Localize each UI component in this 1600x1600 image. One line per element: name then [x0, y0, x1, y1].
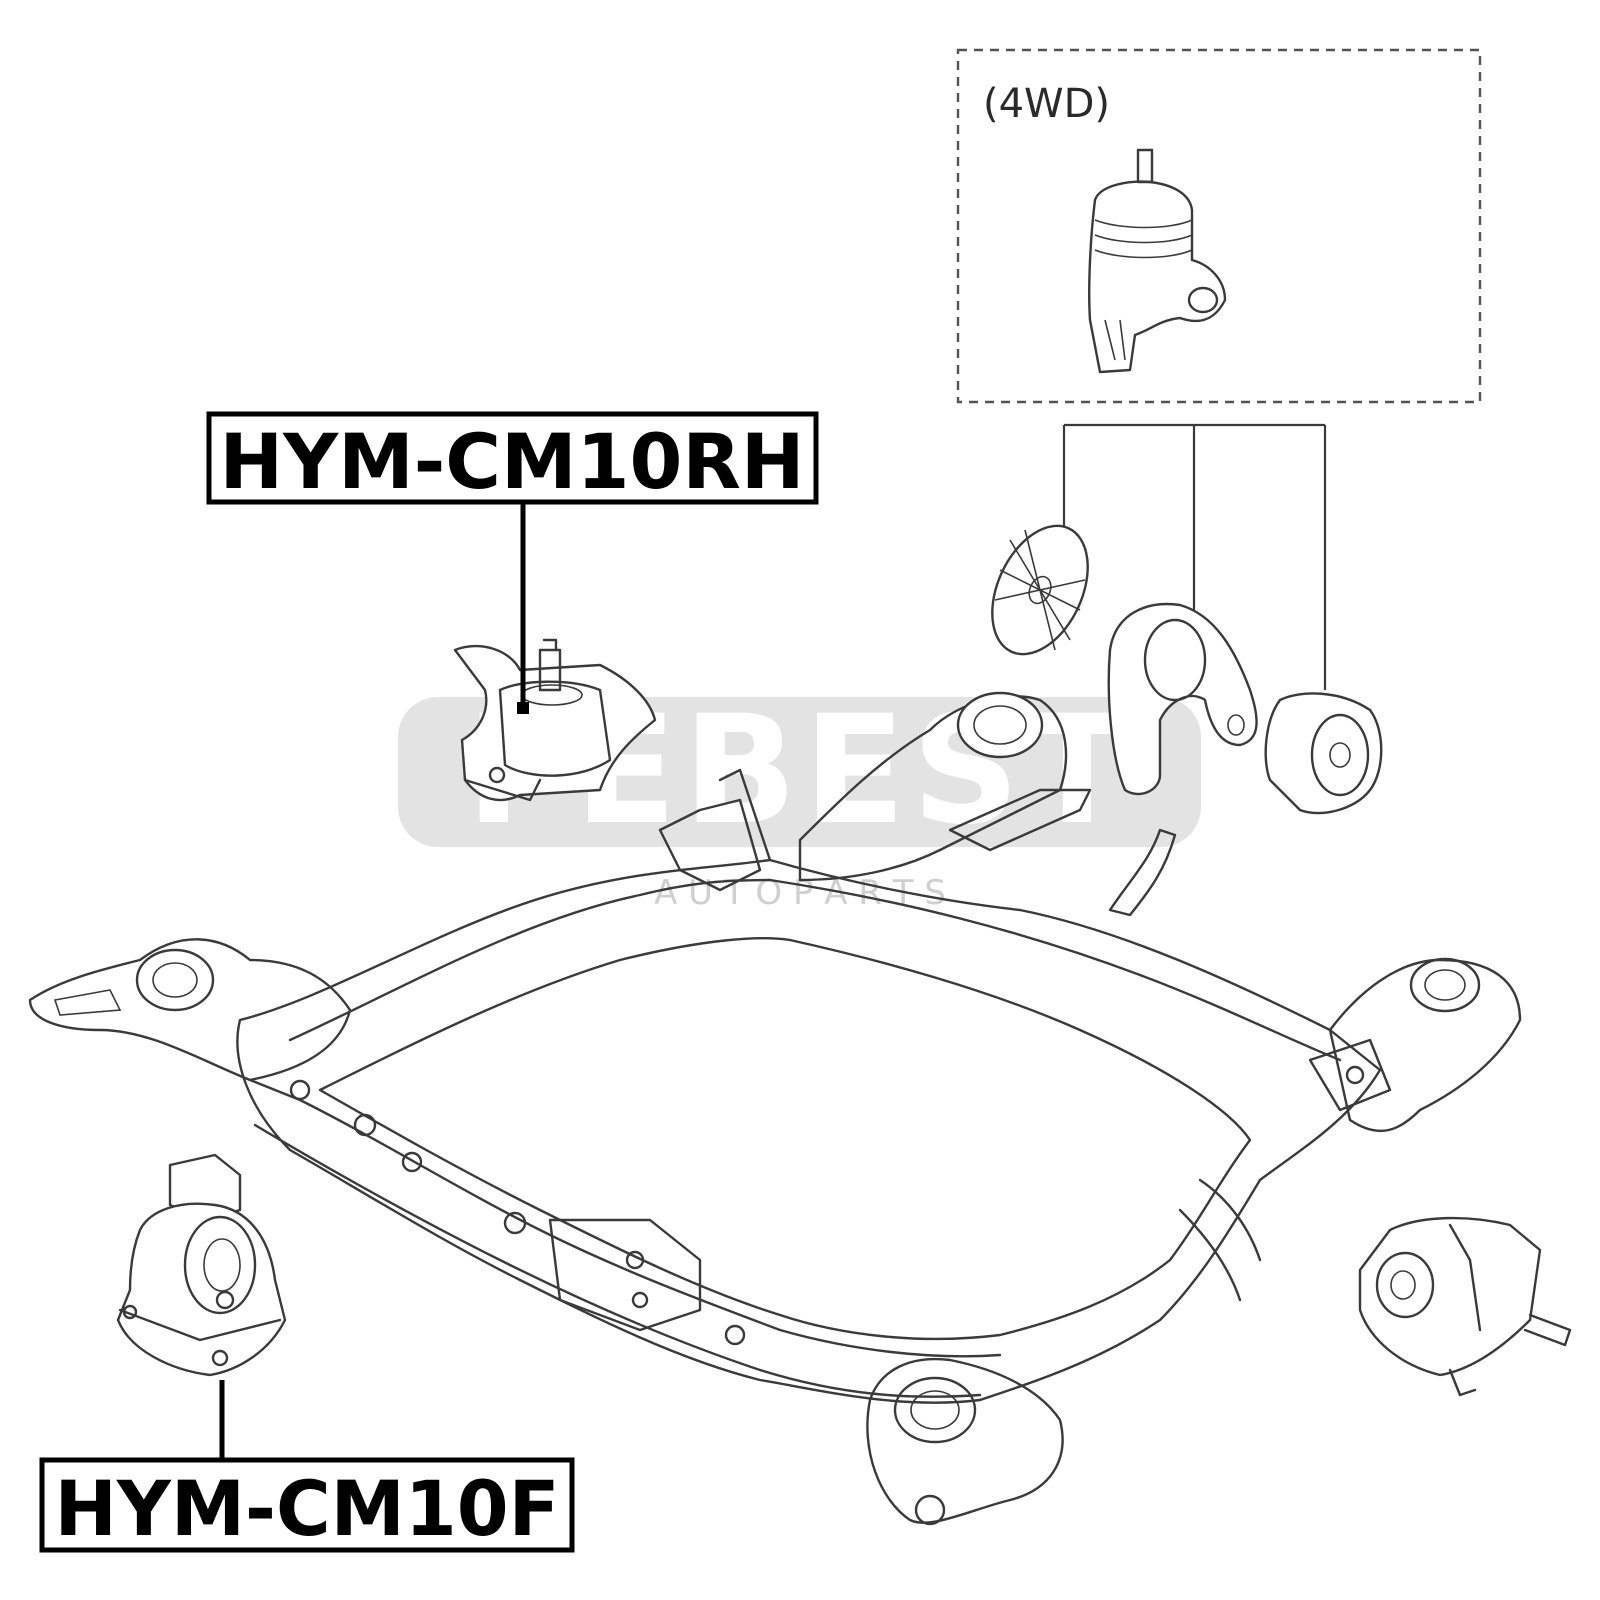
front-beam — [248, 1078, 1002, 1358]
4wd-dashed-frame — [956, 48, 1482, 404]
front-mount-bushing — [183, 1215, 257, 1315]
front-engine-mount — [116, 1153, 287, 1377]
rear-engine-mount — [453, 638, 657, 802]
center-tower — [658, 798, 762, 892]
right-arm-mount — [1328, 958, 1522, 1133]
left-arm-mount — [28, 938, 352, 1082]
frame-bolt-hole — [401, 1151, 423, 1173]
label-rear-mount: HYM-CM10RH — [206, 411, 819, 714]
right-arm-bushing — [1409, 957, 1481, 1013]
frame-bolt-hole — [353, 1113, 377, 1137]
4wd-exploded-parts — [991, 524, 1383, 815]
center-bracket — [548, 1218, 702, 1332]
torque-rod-bracket — [798, 691, 1092, 882]
transmission-mount — [1358, 1216, 1572, 1397]
frame-bolt-hole — [289, 1079, 311, 1101]
subframe-inner-opening — [318, 937, 1252, 1341]
label-front-mount-text: HYM-CM10F — [55, 1464, 560, 1553]
stabilizer-link — [1108, 828, 1177, 917]
subframe — [28, 768, 1522, 1526]
4wd-hydraulic-mount — [1088, 180, 1227, 374]
frame-bolt-hole — [503, 1211, 527, 1235]
label-front-mount: HYM-CM10F — [39, 1380, 575, 1553]
rubber-insulator — [1264, 692, 1383, 815]
left-arm-bushing — [135, 948, 215, 1012]
torque-rod-bushing — [956, 691, 1044, 759]
label-rear-mount-text: HYM-CM10RH — [220, 417, 805, 506]
rear-arm-mount — [866, 1357, 1064, 1524]
4wd-option-group: (4WD) — [956, 48, 1482, 690]
rear-arm-bushing — [893, 1376, 977, 1444]
subframe-outer-outline — [236, 858, 1382, 1404]
4wd-note: (4WD) — [983, 81, 1110, 127]
frame-bolt-hole — [724, 1324, 746, 1346]
label-rear-mount-box — [206, 411, 819, 505]
rear-crossmember — [288, 878, 772, 1042]
label-front-mount-box — [39, 1457, 575, 1553]
